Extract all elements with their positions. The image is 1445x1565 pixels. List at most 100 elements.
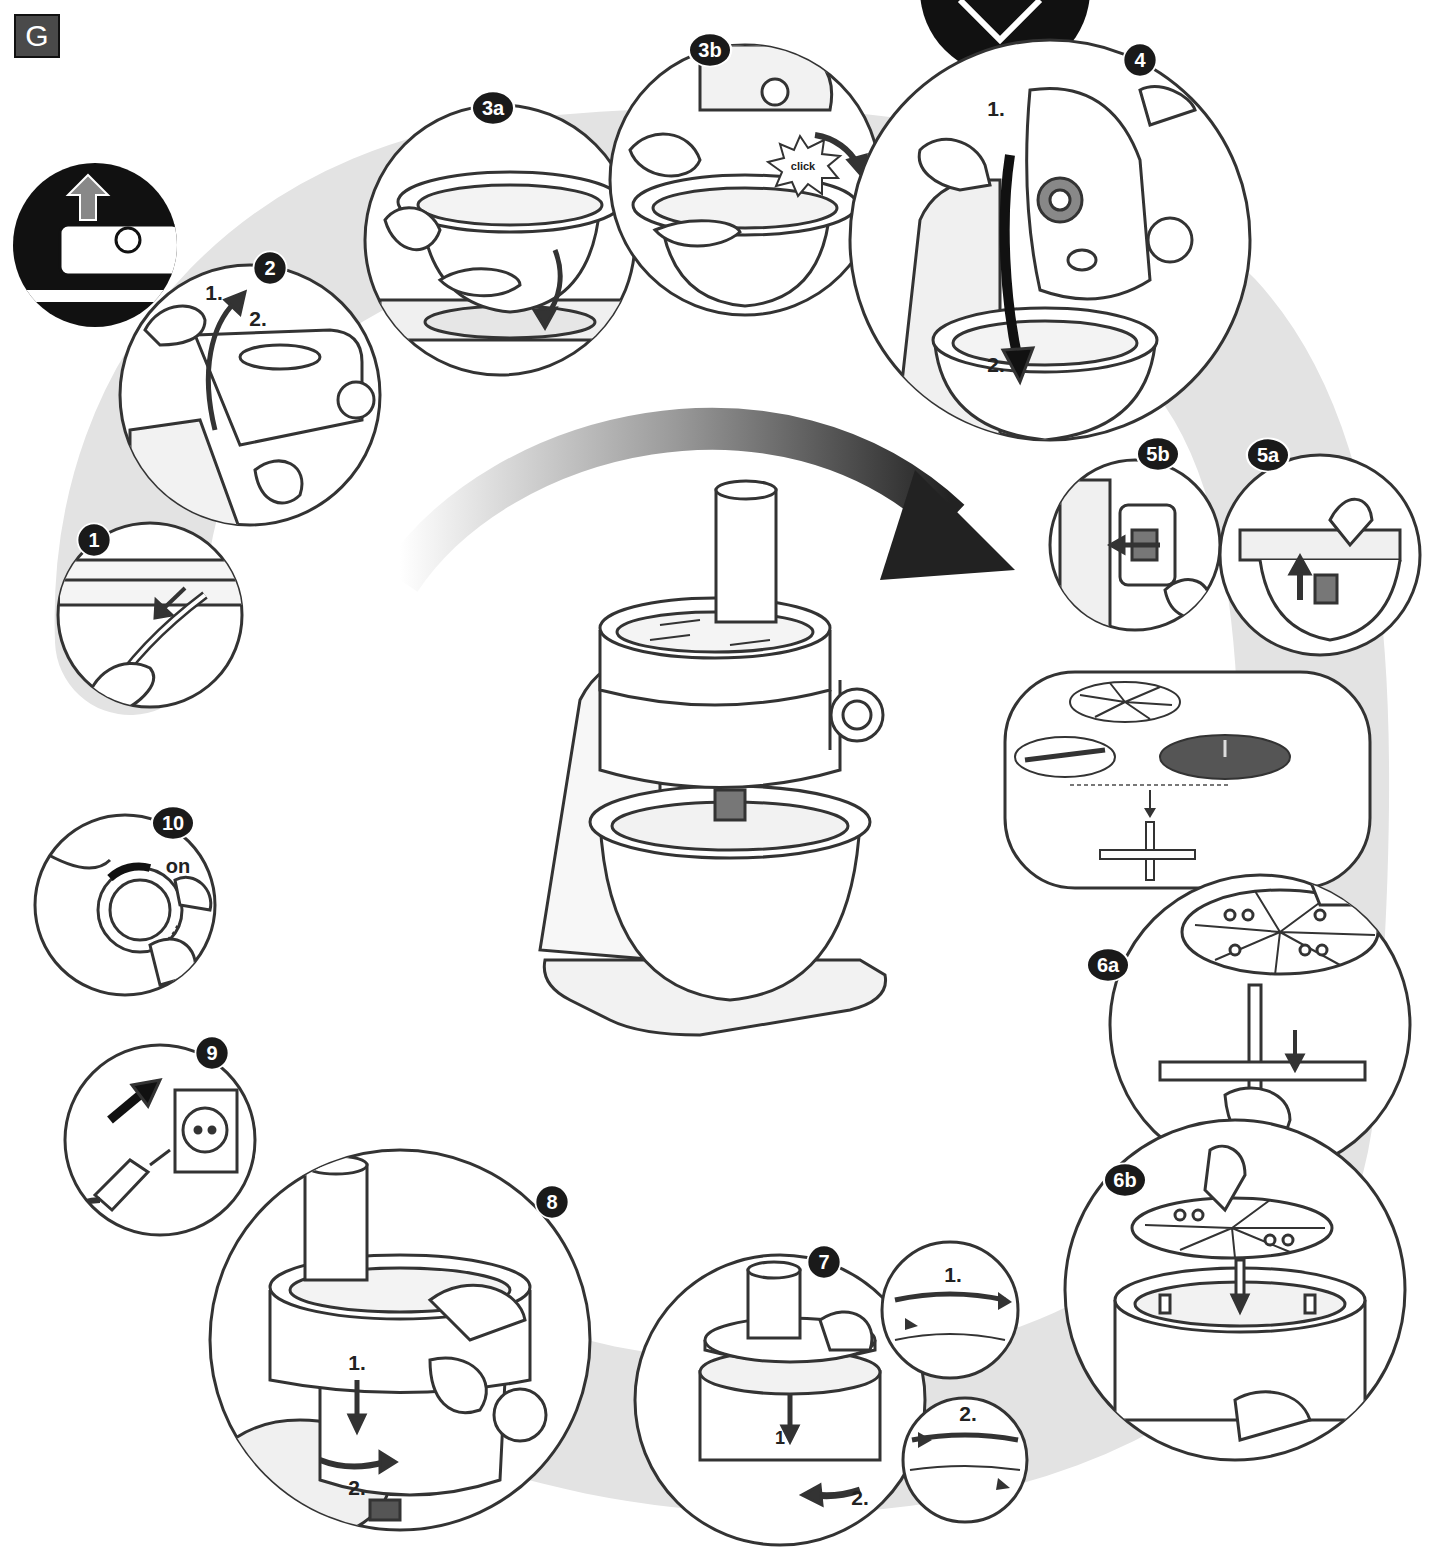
badge-circle <box>472 91 514 124</box>
disc-panel-path <box>1080 683 1172 719</box>
step-7-picture-g-ellipse <box>748 1262 800 1278</box>
step-3a-picture-g-path <box>440 269 520 296</box>
callout-text: 2. <box>959 1403 977 1424</box>
step-5a-picture-g-path <box>1240 530 1400 560</box>
step-7-picture-g-path <box>820 1312 872 1350</box>
step-1-picture-g <box>60 560 245 715</box>
step-6b-picture-g-circle <box>1175 1210 1185 1220</box>
step-9-picture-g-circle <box>183 1108 227 1152</box>
step-10-picture-circle <box>35 815 215 995</box>
step-9-picture-g-path <box>95 1160 148 1210</box>
step-3a-picture-g-path <box>385 208 440 250</box>
step-7-picture-circle <box>882 1242 1018 1378</box>
badge-circle <box>1087 948 1129 981</box>
step-6a-picture-g-circle <box>1243 910 1253 920</box>
step-number: 4 <box>1134 50 1145 70</box>
step-5b-picture <box>1050 460 1220 640</box>
step-number: 5a <box>1257 445 1279 465</box>
step-7-picture-path <box>998 1292 1012 1310</box>
step-7-picture-circle <box>903 1398 1027 1522</box>
step-2-picture-g-path <box>225 292 245 314</box>
step-8-picture <box>210 1150 590 1540</box>
step-5a-picture-g-path <box>1260 560 1400 640</box>
step-4-picture-g-circle <box>1038 178 1082 222</box>
step-number: 1 <box>88 530 99 550</box>
step-9-picture-g-path <box>110 1095 140 1120</box>
callout-text: 2. <box>987 354 1005 375</box>
step-8-picture-g-path <box>430 1285 525 1340</box>
step-5a-picture-g-path <box>1330 499 1372 545</box>
step-6b-picture-circle <box>1065 1120 1405 1460</box>
step-5b-picture-g-path <box>1060 480 1110 640</box>
step-6b-picture-g-path <box>1232 1295 1248 1312</box>
step-3a-picture <box>365 105 640 375</box>
step-8-picture-g-path <box>430 1358 486 1413</box>
step-5b-picture-g-rect <box>1120 505 1175 585</box>
step-9-picture-g <box>60 1080 237 1215</box>
step-number: 10 <box>162 813 184 833</box>
step-2-picture-g-path <box>145 306 205 345</box>
step-10-picture-g-path <box>175 877 211 910</box>
step-2-picture-g-path <box>255 461 302 503</box>
step-9-picture-circle <box>65 1045 255 1235</box>
process-arrow <box>400 429 1015 580</box>
step-10-picture <box>35 815 215 995</box>
step-7-picture-path <box>910 1466 1020 1470</box>
step-7-picture-g <box>700 1262 880 1505</box>
section-letter: G <box>25 21 48 51</box>
food-processor-on-mixer-circle <box>843 701 871 729</box>
step-number: 3b <box>698 40 721 60</box>
food-processor-on-mixer-circle <box>831 689 883 741</box>
step-5a-picture-g-rect <box>1315 575 1337 603</box>
step-10-picture-g-path <box>40 850 110 868</box>
disc-panel-path <box>1070 784 1230 786</box>
badge-circle <box>77 523 110 556</box>
step-7-picture-g-rect <box>748 1270 800 1338</box>
step-1-picture-g-path <box>155 600 172 618</box>
step-4-picture-g-ellipse <box>953 321 1137 365</box>
food-processor-on-mixer-rect <box>715 790 745 820</box>
step-4-picture-g-ellipse <box>1068 250 1096 270</box>
step-6b-picture-g-circle <box>1283 1235 1293 1245</box>
dark-inset-g <box>20 175 180 302</box>
callout-text: 2. <box>249 308 267 329</box>
callout-text: 2. <box>348 1477 366 1498</box>
badge-circle <box>1137 437 1179 470</box>
step-4-picture-g-path <box>919 139 990 190</box>
step-8-picture-g-rect <box>370 1500 400 1520</box>
callout-text: 1. <box>205 282 223 303</box>
food-processor-on-mixer-path <box>650 620 770 645</box>
dark-inset-g-circle <box>116 228 140 252</box>
callout-text: 1. <box>987 98 1005 119</box>
step-6a-picture-g-circle <box>1300 945 1310 955</box>
step-6b-picture-g-rect <box>1160 1295 1170 1313</box>
dark-inset-g-rect <box>60 225 180 275</box>
badge-circle <box>253 251 286 284</box>
step-4-picture-g-path <box>1005 155 1018 360</box>
step-6a-picture-g-path <box>1287 1055 1303 1070</box>
step-4-picture-g-path <box>1140 87 1195 125</box>
badge-circle <box>807 1245 840 1278</box>
step-5a-picture-g <box>1240 499 1400 640</box>
step-2-picture-g-path <box>208 302 235 430</box>
step-8-picture-g-ellipse <box>305 1156 367 1174</box>
step-6b-picture-g-circle <box>1265 1235 1275 1245</box>
step-8-picture-g-path <box>349 1415 365 1432</box>
step-1-picture-g-path <box>60 579 245 582</box>
step-7-picture-path <box>895 1334 1005 1340</box>
callout-text: 2. <box>851 1487 869 1508</box>
step-6a-picture-g-rect <box>1160 1062 1365 1080</box>
step-7-picture-path <box>996 1478 1010 1490</box>
step-badge: 10 <box>150 805 196 841</box>
step-2-picture-g-path <box>130 420 240 530</box>
step-2-picture-g <box>130 292 374 530</box>
step-badge: 6b <box>1102 1162 1148 1198</box>
step-5a-picture-circle <box>1220 455 1420 655</box>
step-3b-picture-g-path <box>655 221 740 246</box>
step-3b-picture <box>610 45 880 315</box>
step-6a-picture-g-circle <box>1315 910 1325 920</box>
step-6b-picture-g-ellipse <box>1132 1198 1332 1258</box>
step-number: 9 <box>206 1043 217 1063</box>
step-5a-picture-g-path <box>1290 556 1310 574</box>
